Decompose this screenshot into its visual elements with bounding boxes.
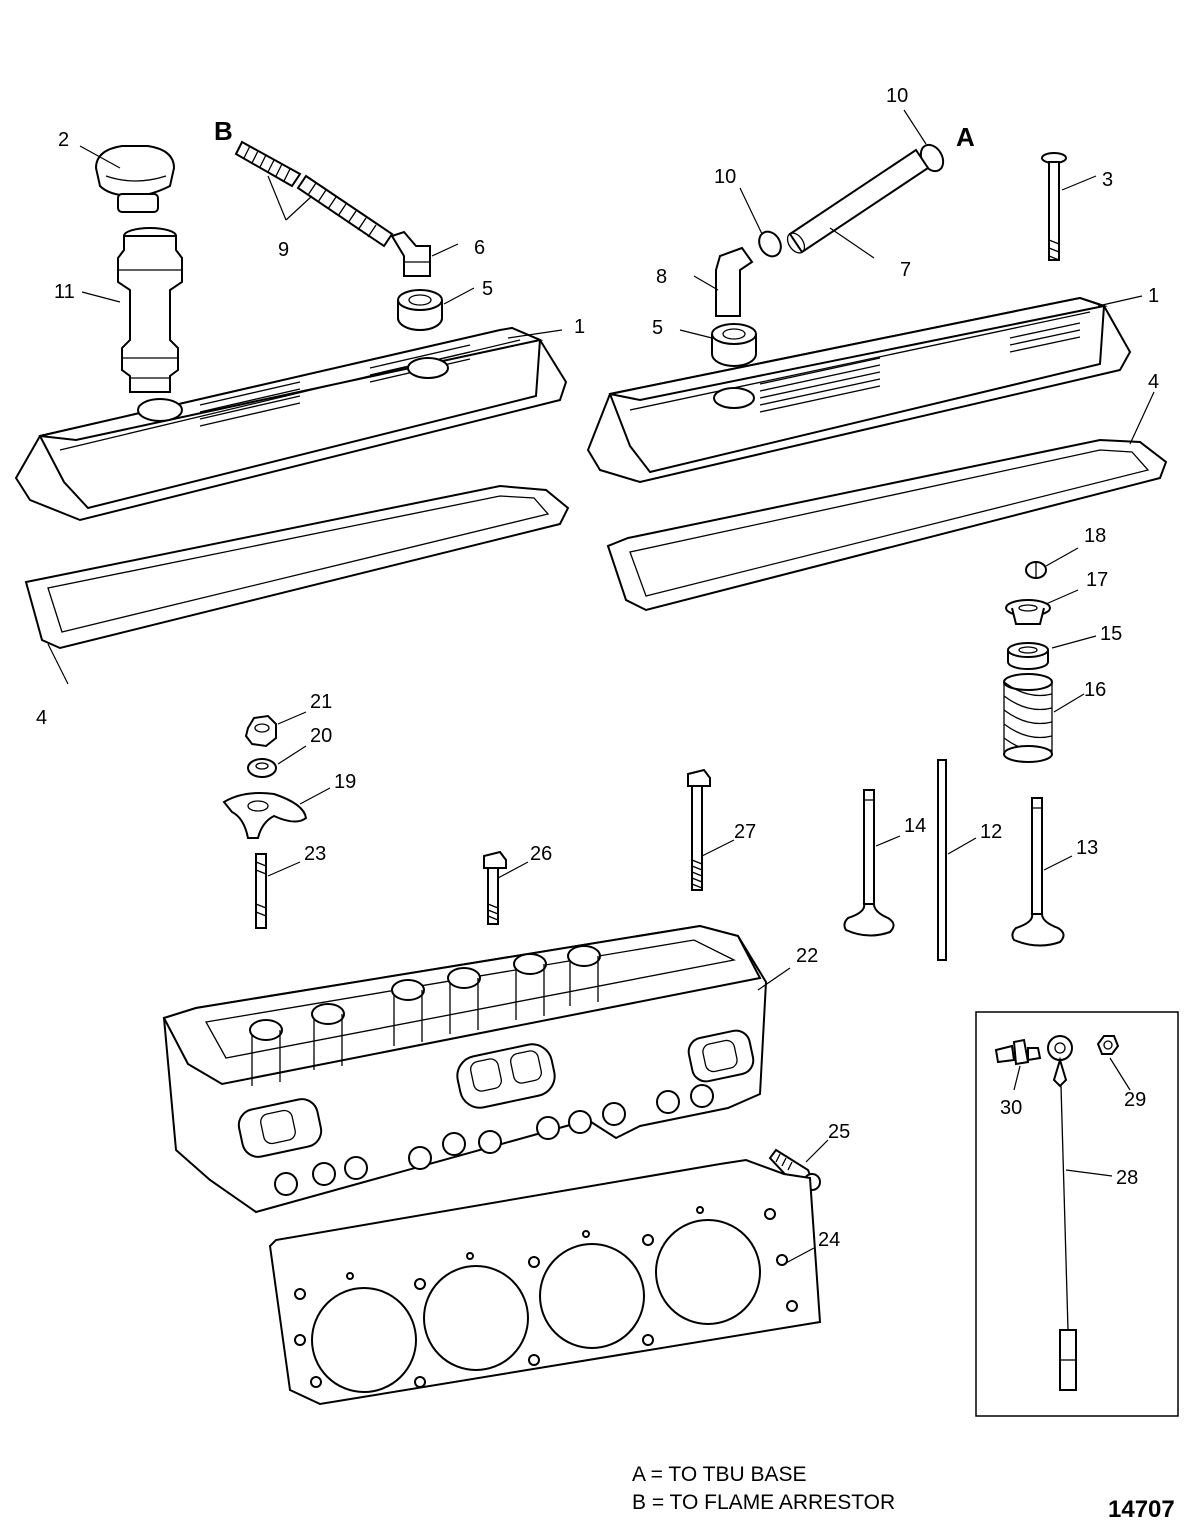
knock-sensor xyxy=(1047,1035,1077,1391)
callout-11: 11 xyxy=(54,281,75,303)
valve-cover-left xyxy=(14,326,568,522)
callout-5: 5 xyxy=(652,317,663,339)
callout-26: 26 xyxy=(530,843,552,865)
filler-tube xyxy=(117,227,183,393)
callout-labels: 2 11 9 6 5 1 4 10 10 8 7 5 3 1 4 18 17 1… xyxy=(36,85,1159,1251)
rocker-ball xyxy=(247,758,277,778)
rocker-nut xyxy=(244,714,277,748)
callout-8: 8 xyxy=(656,266,667,288)
exhaust-valve xyxy=(843,789,895,937)
callout-19: 19 xyxy=(334,771,356,793)
callout-7: 7 xyxy=(900,259,911,281)
callout-17: 17 xyxy=(1086,569,1108,591)
callout-1: 1 xyxy=(574,316,585,338)
callout-5: 5 xyxy=(482,278,493,300)
vent-elbow-fitting xyxy=(715,246,754,317)
connection-letter-a: A xyxy=(956,122,975,152)
callout-13: 13 xyxy=(1076,837,1098,859)
hose-clamp-lower xyxy=(758,230,782,258)
figure-number: 14707 xyxy=(1108,1496,1175,1523)
callout-24: 24 xyxy=(818,1229,840,1251)
callout-30: 30 xyxy=(1000,1097,1022,1119)
callout-1: 1 xyxy=(1148,285,1159,307)
callout-6: 6 xyxy=(474,237,485,259)
callout-18: 18 xyxy=(1084,525,1106,547)
head-bolt-short xyxy=(483,850,507,925)
leader-lines xyxy=(47,109,1155,1265)
callout-20: 20 xyxy=(310,725,332,747)
valve-spring-retainer xyxy=(1005,599,1051,625)
oil-fill-cap xyxy=(94,145,176,213)
vent-hose xyxy=(786,148,930,254)
valve-seal xyxy=(1007,642,1049,670)
callout-22: 22 xyxy=(796,945,818,967)
callout-27: 27 xyxy=(734,821,756,843)
valve-cover-gasket-left xyxy=(24,484,570,650)
callout-16: 16 xyxy=(1084,679,1106,701)
grommet-left xyxy=(397,289,443,331)
rocker-arm xyxy=(222,792,308,839)
callout-9: 9 xyxy=(278,239,289,261)
callout-25: 25 xyxy=(828,1121,850,1143)
valve-cover-right xyxy=(586,296,1132,484)
callout-2: 2 xyxy=(58,129,69,151)
callout-4: 4 xyxy=(1148,371,1159,393)
knock-sensor-adapter xyxy=(994,1038,1042,1066)
valve-spring xyxy=(1003,673,1053,763)
callout-12: 12 xyxy=(980,821,1002,843)
callout-3: 3 xyxy=(1102,169,1113,191)
cylinder-head xyxy=(162,924,768,1214)
valve-keeper xyxy=(1025,561,1047,579)
rocker-arm-stud xyxy=(255,853,267,929)
callout-23: 23 xyxy=(304,843,326,865)
callout-28: 28 xyxy=(1116,1167,1138,1189)
breather-hose xyxy=(234,140,394,248)
grommet-right xyxy=(711,323,757,367)
legend-line-b: B = TO FLAME ARRESTOR xyxy=(632,1491,896,1514)
pushrod xyxy=(937,759,947,961)
callout-4: 4 xyxy=(36,707,47,729)
pcv-valve-elbow xyxy=(390,230,431,277)
callout-29: 29 xyxy=(1124,1089,1146,1111)
legend-line-a: A = TO TBU BASE xyxy=(632,1463,807,1486)
intake-valve xyxy=(1011,797,1065,947)
valve-cover-bolt xyxy=(1041,152,1067,261)
callout-15: 15 xyxy=(1100,623,1122,645)
callout-10: 10 xyxy=(886,85,908,107)
connection-letter-b: B xyxy=(214,116,233,146)
cylinder-head-gasket xyxy=(268,1158,822,1406)
knock-sensor-inset xyxy=(975,1011,1179,1417)
valve-cover-gasket-right xyxy=(606,438,1168,612)
knock-sensor-nut xyxy=(1096,1035,1120,1055)
callout-10: 10 xyxy=(714,166,736,188)
callout-21: 21 xyxy=(310,691,332,713)
head-bolt-long xyxy=(687,768,711,891)
callout-14: 14 xyxy=(904,815,926,837)
